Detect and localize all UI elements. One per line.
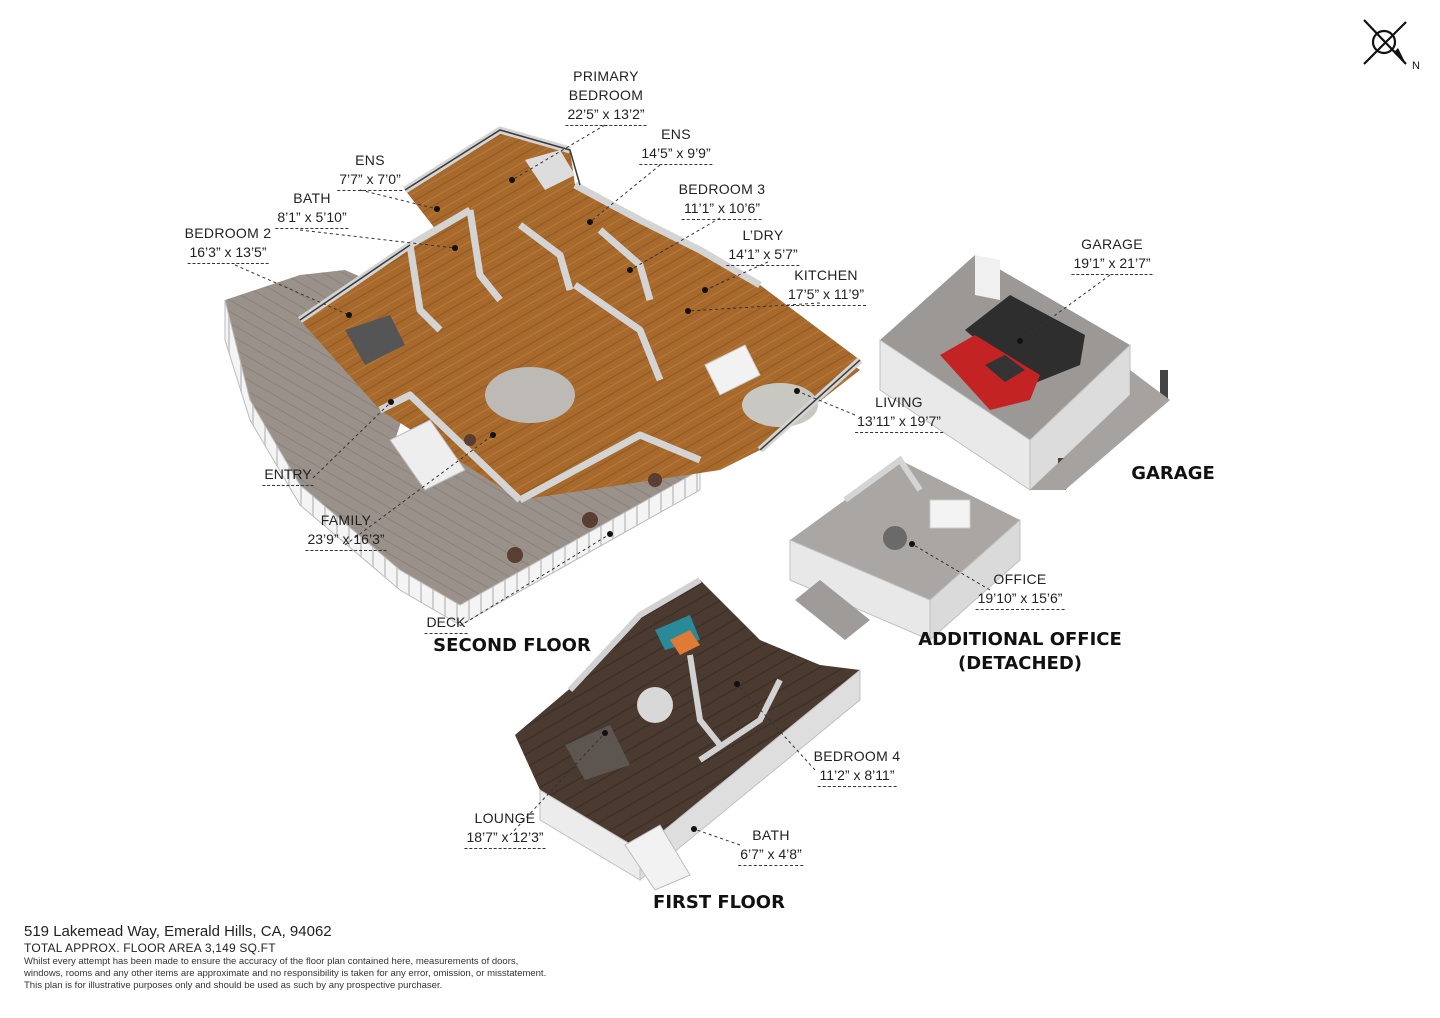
room-label-family: FAMILY 23’9” x 16’3” [305, 511, 387, 551]
room-label-primary-bedroom: PRIMARY BEDROOM 22’5” x 13’2” [565, 67, 647, 126]
compass-icon [1363, 19, 1407, 65]
property-address: 519 Lakemead Way, Emerald Hills, CA, 940… [24, 923, 332, 940]
leader-lines [234, 124, 1111, 846]
room-label-garage: GARAGE 19’1” x 21’7” [1071, 235, 1153, 275]
second-floor-model [224, 126, 863, 626]
north-label: N [1412, 60, 1420, 72]
floor-title-first: FIRST FLOOR [653, 892, 785, 913]
room-label-lounge: LOUNGE 18’7” x 12’3” [464, 809, 546, 849]
room-label-ensuite-primary: ENS 14’5” x 9’9” [639, 125, 713, 165]
garage-model [879, 255, 1170, 492]
office-model [789, 455, 1021, 642]
room-label-office: OFFICE 19’10” x 15’6” [975, 570, 1065, 610]
room-label-bedroom-2: BEDROOM 2 16’3” x 13’5” [185, 224, 272, 264]
floor-title-second: SECOND FLOOR [433, 635, 591, 656]
room-label-living: LIVING 13’11” x 19’7” [855, 393, 943, 433]
floor-title-garage: GARAGE [1131, 463, 1215, 484]
room-label-kitchen: KITCHEN 17’5” x 11’9” [785, 266, 867, 306]
room-label-deck: DECK [424, 613, 468, 634]
office-title-line-2: (DETACHED) [957, 653, 1082, 674]
north-compass: N [1360, 16, 1426, 78]
room-label-bath-lower: BATH 6’7” x 4’8” [738, 826, 804, 866]
room-label-bedroom-4: BEDROOM 4 11’2” x 8’11” [814, 747, 901, 787]
room-label-entry: ENTRY [262, 465, 314, 486]
first-floor-model [515, 577, 861, 891]
disclaimer-line-2: windows, rooms and any other items are a… [24, 968, 547, 979]
office-title-line-1: ADDITIONAL OFFICE [918, 629, 1122, 650]
room-label-ensuite-small: ENS 7’7” x 7’0” [337, 151, 403, 191]
disclaimer-line-3: This plan is for illustrative purposes o… [24, 980, 443, 991]
room-label-bath-upper: BATH 8’1” x 5’10” [275, 189, 349, 229]
disclaimer-line-1: Whilst every attempt has been made to en… [24, 956, 519, 967]
floor-title-office: ADDITIONAL OFFICE (DETACHED) [918, 628, 1122, 676]
label-anchor-dots [346, 177, 1023, 832]
room-label-bedroom-3: BEDROOM 3 11’1” x 10’6” [679, 180, 766, 220]
total-floor-area: TOTAL APPROX. FLOOR AREA 3,149 SQ.FT [24, 941, 276, 955]
footer-info: 519 Lakemead Way, Emerald Hills, CA, 940… [24, 922, 644, 992]
room-label-laundry: L’DRY 14’1” x 5’7” [726, 226, 800, 266]
